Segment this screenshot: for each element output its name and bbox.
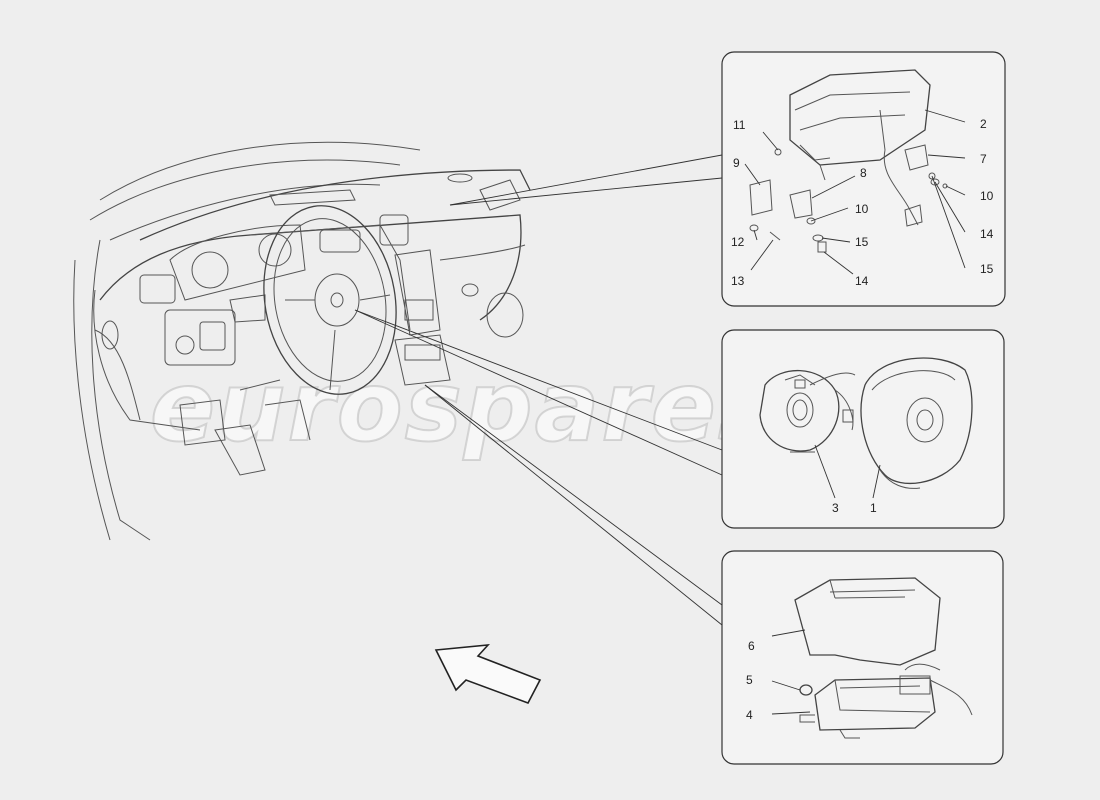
callout-2: 2 bbox=[980, 117, 987, 131]
panel-passenger-airbag: 2 7 10 14 15 11 9 8 10 15 12 13 14 bbox=[721, 51, 1006, 307]
watermark: eurospares bbox=[150, 351, 777, 463]
leader-control-unit bbox=[424, 384, 723, 606]
callout-13: 13 bbox=[731, 274, 745, 288]
callout-3: 3 bbox=[832, 501, 839, 515]
callout-15a: 15 bbox=[855, 235, 869, 249]
panel-steering-airbag: 3 1 bbox=[721, 329, 1005, 529]
panel-control-unit: 6 5 4 bbox=[721, 550, 1004, 765]
callout-15b: 15 bbox=[980, 262, 994, 276]
callout-12: 12 bbox=[731, 235, 745, 249]
callout-11: 11 bbox=[733, 118, 746, 132]
leader-passenger-airbag bbox=[449, 154, 723, 206]
callout-8: 8 bbox=[860, 166, 867, 180]
callout-5: 5 bbox=[746, 673, 753, 687]
callout-10a: 10 bbox=[855, 202, 869, 216]
dashboard-overview bbox=[73, 141, 531, 541]
leader-steering-airbag bbox=[354, 309, 723, 451]
callout-9: 9 bbox=[733, 156, 740, 170]
callout-7: 7 bbox=[980, 152, 987, 166]
callout-10b: 10 bbox=[980, 189, 994, 203]
callout-14b: 14 bbox=[980, 227, 994, 241]
callout-14a: 14 bbox=[855, 274, 869, 288]
callout-4: 4 bbox=[746, 708, 753, 722]
leader-control-unit-2 bbox=[424, 384, 723, 626]
arrow-icon bbox=[434, 644, 542, 704]
leader-steering-airbag-2 bbox=[354, 309, 723, 476]
callout-6: 6 bbox=[748, 639, 755, 653]
leader-passenger-airbag-2 bbox=[449, 177, 723, 206]
callout-1: 1 bbox=[870, 501, 877, 515]
